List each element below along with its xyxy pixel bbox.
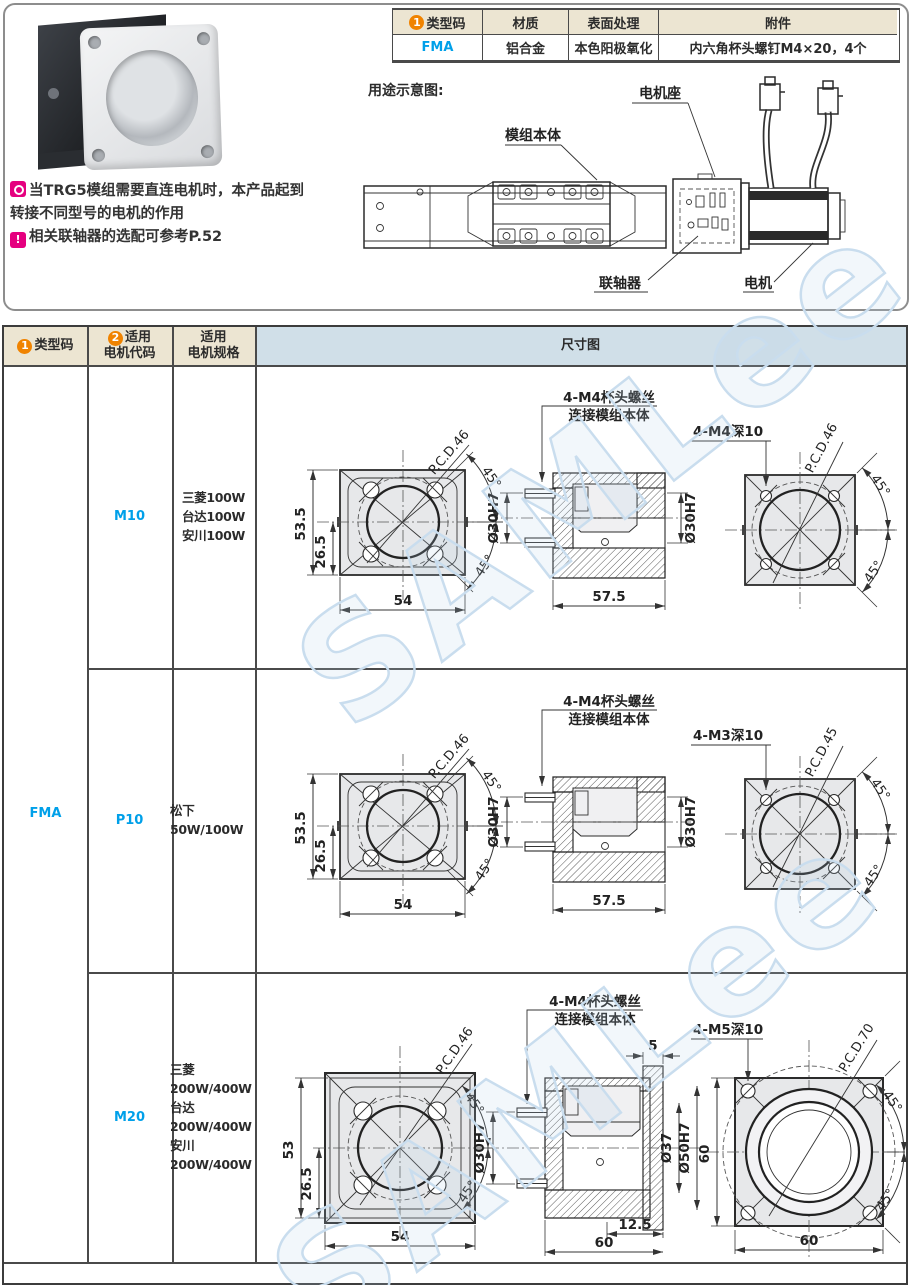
svg-text:26.5: 26.5 <box>313 535 329 568</box>
spec-value-accessory: 内六角杯头螺钉M4×20，4个 <box>689 42 867 57</box>
svg-text:45°: 45° <box>861 862 887 889</box>
front-view: 53 26.5 54 P.C.D.46 45° 45° <box>281 1025 495 1250</box>
svg-text:45°: 45° <box>472 856 498 883</box>
svg-text:57.5: 57.5 <box>592 589 625 605</box>
svg-text:Ø30H7: Ø30H7 <box>683 493 699 544</box>
svg-text:连接模组本体: 连接模组本体 <box>569 711 650 728</box>
svg-text:P.C.D.45: P.C.D.45 <box>803 725 842 780</box>
svg-text:Ø30H7: Ø30H7 <box>486 797 502 848</box>
label-module-body: 模组本体 <box>505 127 562 144</box>
product-bore <box>104 48 200 148</box>
svg-text:45°: 45° <box>867 472 893 499</box>
note-exclamation-icon: ! <box>10 232 26 248</box>
svg-text:Ø30H7: Ø30H7 <box>486 493 502 544</box>
svg-text:53.5: 53.5 <box>293 507 309 540</box>
svg-text:4-M4杯头螺丝: 4-M4杯头螺丝 <box>563 693 655 710</box>
header-dimension-drawing: 尺寸图 <box>560 338 600 353</box>
coupling-detail <box>686 192 729 231</box>
svg-text:连接模组本体: 连接模组本体 <box>555 1011 636 1028</box>
section-view: Ø30H7 Ø30H7 57.5 4-M4杯头螺丝 连接模组本体 <box>486 693 699 914</box>
front-view: 53.5 26.5 54 P.C.D.46 45° 45° <box>293 427 504 614</box>
svg-text:Ø37: Ø37 <box>659 1133 675 1163</box>
svg-text:4-M4杯头螺丝: 4-M4杯头螺丝 <box>549 993 641 1010</box>
svg-text:60: 60 <box>800 1233 819 1249</box>
svg-text:P.C.D.70: P.C.D.70 <box>836 1021 877 1075</box>
cell-motor-code-m10: M10 <box>113 509 146 524</box>
section-view: Ø30H7 Ø30H7 57.5 4-M4杯头螺丝 连接模组本体 <box>486 389 699 610</box>
svg-text:54: 54 <box>394 593 413 609</box>
rear-view: 4-M4深10 P.C.D.46 45° 45° <box>691 421 900 610</box>
svg-text:54: 54 <box>391 1229 410 1245</box>
svg-text:Ø30H7: Ø30H7 <box>683 797 699 848</box>
note-text: 当TRG5模组需要直连电机时，本产品起到转接不同型号的电机的作用 <box>10 183 305 222</box>
spec-header-surface: 表面处理 <box>569 10 659 35</box>
product-flange <box>79 23 223 171</box>
svg-text:45°: 45° <box>861 558 887 585</box>
svg-text:12.5: 12.5 <box>618 1217 651 1233</box>
header-motor-spec: 适用 电机规格 <box>187 330 240 361</box>
svg-text:P.C.D.46: P.C.D.46 <box>803 421 842 476</box>
svg-text:60: 60 <box>697 1145 713 1164</box>
note-line-2: !相关联轴器的选配可参考P.52 <box>10 226 310 249</box>
svg-text:4-M4杯头螺丝: 4-M4杯头螺丝 <box>563 389 655 406</box>
svg-text:53.5: 53.5 <box>293 811 309 844</box>
svg-text:54: 54 <box>394 897 413 913</box>
svg-text:60: 60 <box>595 1235 614 1251</box>
svg-text:连接模组本体: 连接模组本体 <box>569 407 650 424</box>
rear-view: 4-M5深10 P.C.D.70 60 60 45° 45° <box>691 1021 908 1260</box>
svg-text:4-M4深10: 4-M4深10 <box>693 423 763 440</box>
svg-text:4-M3深10: 4-M3深10 <box>693 727 763 744</box>
svg-text:5: 5 <box>648 1038 657 1054</box>
svg-text:26.5: 26.5 <box>313 839 329 872</box>
cell-motor-code-m20: M20 <box>113 1109 146 1125</box>
note-circle-icon <box>10 181 26 197</box>
spec-value-material: 铝合金 <box>483 35 569 60</box>
label-motor: 电机 <box>744 275 772 292</box>
svg-text:26.5: 26.5 <box>299 1167 315 1200</box>
drawing-row-p10: 53.5 26.5 54 P.C.D.46 45° 45° <box>293 693 900 918</box>
svg-text:45°: 45° <box>478 768 504 795</box>
svg-text:45°: 45° <box>472 552 498 579</box>
svg-text:Ø50H7: Ø50H7 <box>677 1123 693 1174</box>
svg-text:Ø30H7: Ø30H7 <box>472 1123 488 1174</box>
svg-text:4-M5深10: 4-M5深10 <box>693 1021 763 1038</box>
cell-type-code: FMA <box>29 806 62 821</box>
label-motor-mount: 电机座 <box>639 85 681 102</box>
badge-1-icon: 1 <box>17 338 33 354</box>
cell-motor-code-p10: P10 <box>115 812 144 828</box>
svg-text:45°: 45° <box>867 776 893 803</box>
cable-connectors <box>759 76 843 115</box>
badge-2-icon: 2 <box>107 330 123 346</box>
spec-value-surface: 本色阳极氧化 <box>569 35 659 60</box>
cell-motor-spec-row2: 松下50W/100W <box>170 803 244 837</box>
product-photo <box>20 10 232 172</box>
note-line-1: 当TRG5模组需要直连电机时，本产品起到转接不同型号的电机的作用 <box>10 180 310 226</box>
badge-1-icon: 1 <box>409 14 425 30</box>
front-view: 53.5 26.5 54 P.C.D.46 45° 45° <box>293 731 504 918</box>
note-text: 相关联轴器的选配可参考P.52 <box>29 229 223 245</box>
svg-text:P.C.D.46: P.C.D.46 <box>434 1025 477 1078</box>
notes-block: 当TRG5模组需要直连电机时，本产品起到转接不同型号的电机的作用 !相关联轴器的… <box>10 180 310 249</box>
svg-text:53: 53 <box>281 1141 297 1160</box>
spec-header-material: 材质 <box>483 10 569 35</box>
section-view: Ø30H7 5 Ø37 Ø50H7 12.5 60 4-M4杯头螺丝 连接模组本… <box>472 993 701 1256</box>
rear-view: 4-M3深10 P.C.D.45 45° 45° <box>691 725 900 914</box>
usage-diagram-label: 用途示意图: <box>368 83 444 99</box>
label-coupling: 联轴器 <box>599 275 642 292</box>
drawing-row-m10: 53.5 26.5 54 P.C.D.46 45° 45° <box>293 389 900 614</box>
svg-text:57.5: 57.5 <box>592 893 625 909</box>
carriage-screws <box>497 184 604 244</box>
spec-header-accessory: 附件 <box>659 10 897 35</box>
drawing-row-m20: 53 26.5 54 P.C.D.46 45° 45° <box>281 993 908 1260</box>
svg-text:45°: 45° <box>478 464 504 491</box>
spec-value-type: FMA <box>393 35 483 60</box>
usage-schematic: 模组本体 电机座 联轴器 电机 <box>363 76 846 293</box>
